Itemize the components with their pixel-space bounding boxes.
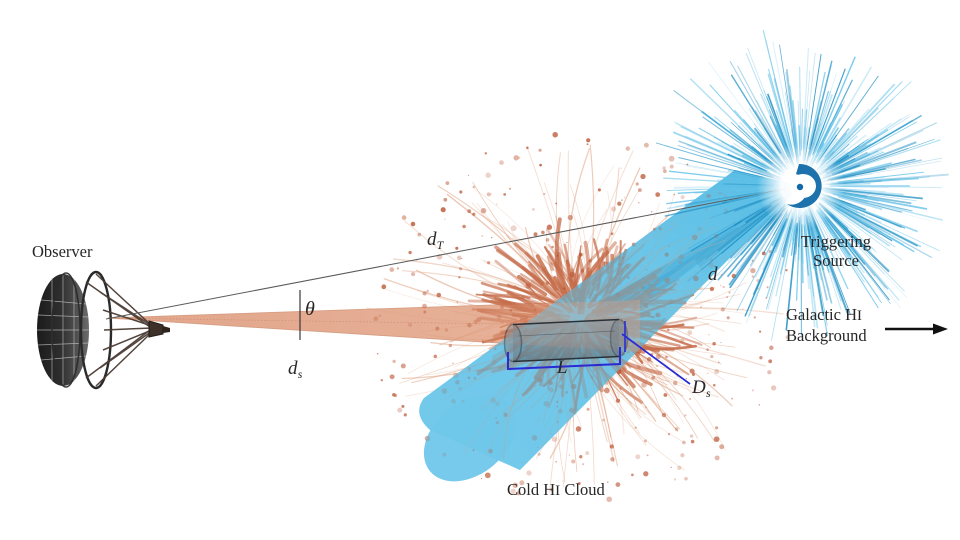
observer-label: Observer bbox=[32, 242, 93, 261]
label-d-s-sub: s bbox=[297, 367, 303, 381]
galactic-background-label: Galactic HI Background bbox=[786, 305, 867, 345]
label-L: L bbox=[557, 357, 568, 378]
galactic-background-label-line1: Galactic HI bbox=[786, 305, 867, 326]
sight-line-to-source bbox=[105, 185, 802, 320]
cold-hi-cloud-label: Cold HI Cloud bbox=[507, 480, 605, 501]
length-bracket-L bbox=[507, 347, 621, 371]
observer-dish bbox=[37, 270, 170, 390]
label-D-s-base: D bbox=[692, 377, 706, 398]
triggering-source bbox=[655, 29, 949, 342]
triggering-source-label: Triggering Source bbox=[781, 232, 891, 271]
triggering-source-label-line1: Triggering bbox=[801, 232, 871, 251]
cold-hi-cloud-text-pre: Cold H bbox=[507, 480, 556, 499]
label-d-s-base: d bbox=[288, 358, 298, 379]
label-d-s: ds bbox=[288, 358, 302, 382]
ds-leader-line bbox=[621, 321, 691, 385]
triggering-source-label-line2: Source bbox=[813, 251, 859, 271]
galactic-background-arrow bbox=[885, 323, 948, 335]
cloud-cylinder bbox=[503, 318, 629, 363]
galactic-background-text-pre: Galactic H bbox=[786, 305, 858, 324]
label-D-s: Ds bbox=[692, 377, 711, 401]
label-d-T-sub: T bbox=[436, 238, 444, 252]
label-theta: θ bbox=[305, 298, 315, 320]
cold-hi-cloud-text-post: Cloud bbox=[560, 480, 605, 499]
label-d: d bbox=[708, 264, 718, 285]
galactic-background-label-line2: Background bbox=[786, 325, 867, 345]
galactic-background-smallcaps-i: I bbox=[857, 308, 863, 324]
label-d-T: dT bbox=[427, 229, 443, 253]
cold-hi-cloud-smallcaps-i: I bbox=[555, 483, 561, 499]
observer-beam-overlay bbox=[108, 300, 640, 352]
label-d-T-base: d bbox=[427, 229, 437, 250]
label-D-s-sub: s bbox=[706, 386, 711, 400]
